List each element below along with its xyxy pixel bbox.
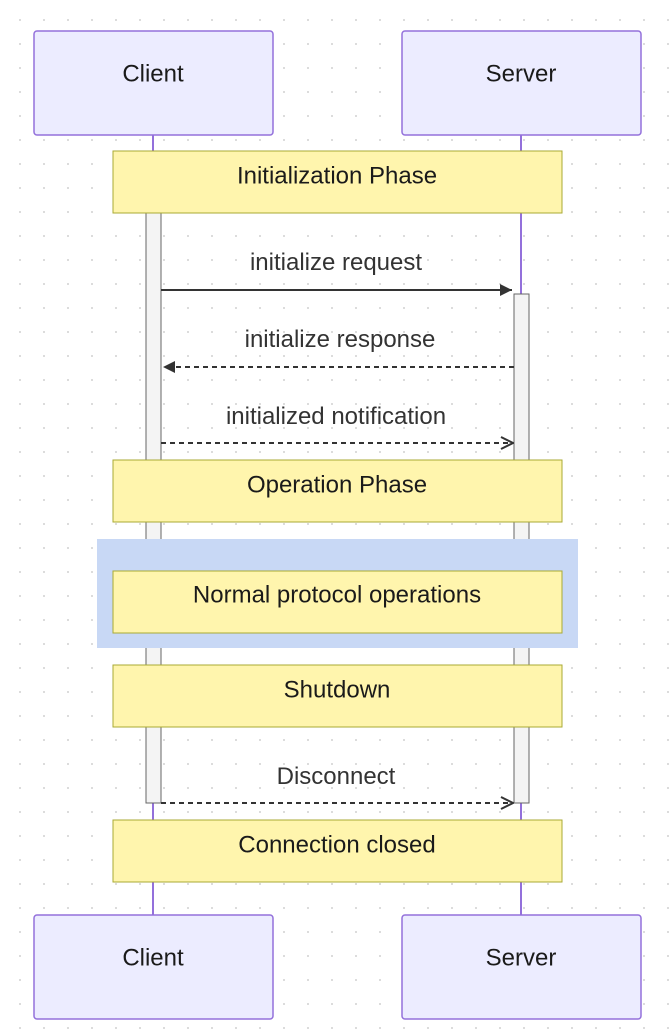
client-actor-bottom[interactable]: Client [33,914,274,1020]
server-actor-label: Server [486,61,557,88]
message-initialized-notification-label: initialized notification [226,403,446,430]
note-initialization-phase: Initialization Phase [112,150,563,214]
note-shutdown: Shutdown [112,664,563,728]
note-closed-label: Connection closed [238,832,435,859]
message-initialized-notification: initialized notification [161,403,513,443]
client-actor-top[interactable]: Client [33,30,274,136]
message-disconnect: Disconnect [161,763,513,803]
note-normal-ops-label: Normal protocol operations [193,582,481,609]
note-normal-operations: Normal protocol operations [112,570,563,634]
note-shutdown-label: Shutdown [284,677,391,704]
message-disconnect-label: Disconnect [277,763,396,790]
message-initialize-response: initialize response [163,326,514,373]
server-actor-bottom-label: Server [486,945,557,972]
note-connection-closed: Connection closed [112,819,563,883]
client-actor-bottom-label: Client [122,945,184,972]
message-initialize-request-label: initialize request [250,249,422,276]
client-actor-label: Client [122,61,184,88]
message-initialize-request: initialize request [161,249,512,296]
message-initialize-response-label: initialize response [245,326,436,353]
server-actor-bottom[interactable]: Server [401,914,642,1020]
note-initialization-label: Initialization Phase [237,163,437,190]
note-operation-label: Operation Phase [247,472,427,499]
server-actor-top[interactable]: Server [401,30,642,136]
note-operation-phase: Operation Phase [112,459,563,523]
